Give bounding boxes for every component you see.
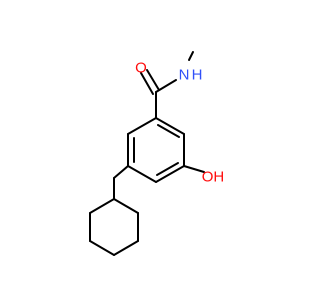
bond-n-methyl <box>188 51 194 61</box>
cyclohexane-bond-3 <box>113 240 139 256</box>
bond-c-o-double-2 <box>146 69 160 91</box>
ring-bond-3 <box>155 165 185 183</box>
cyclohexane-bond-4 <box>89 240 115 256</box>
atom-label-hydroxyl: OH <box>202 169 225 186</box>
molecule-diagram: O N H OH <box>89 51 225 256</box>
atom-label-amide-nitrogen: N <box>179 67 190 84</box>
ring-bond-6 <box>127 117 157 135</box>
cyclohexane-bond-6 <box>89 198 115 214</box>
atom-label-carbonyl-oxygen: O <box>135 60 147 77</box>
structure-canvas: O N H OH <box>89 51 225 256</box>
ring-bond-1 <box>155 117 185 135</box>
ring-double-bond-1 <box>157 124 180 138</box>
bond-c-o-double-1 <box>140 72 154 95</box>
bond-ring-ch2 <box>113 165 129 179</box>
ring-double-bond-2 <box>156 162 179 176</box>
ring-bond-4 <box>127 165 157 183</box>
bond-ring-oh <box>183 165 205 173</box>
cyclohexane-bond-1 <box>113 198 139 214</box>
bond-c-n <box>155 79 177 93</box>
atom-label-amide-hydrogen: H <box>192 67 203 84</box>
